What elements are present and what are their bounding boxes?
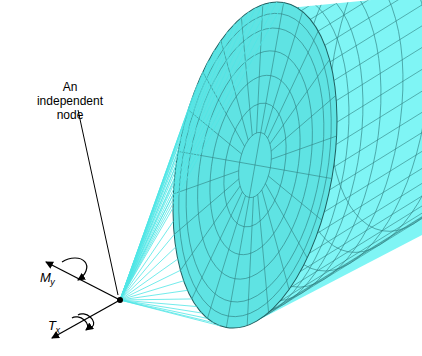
mesh-line <box>310 0 422 19</box>
mesh-line <box>268 31 319 138</box>
mesh-line <box>157 1 353 328</box>
moment-arc <box>62 258 87 280</box>
mesh-line <box>192 192 243 299</box>
moment-symbol: M <box>40 270 51 285</box>
rigid-link <box>120 5 263 300</box>
independent-node <box>117 297 123 303</box>
leader-line <box>78 110 118 295</box>
mesh-line <box>330 0 422 62</box>
end-face <box>150 0 361 341</box>
mesh-line <box>207 196 245 319</box>
mesh-line <box>292 0 422 5</box>
rigid-links <box>120 2 284 326</box>
mesh-line <box>226 197 249 327</box>
rigid-link <box>120 18 241 300</box>
mesh-line <box>268 176 321 220</box>
mesh-line <box>270 60 330 144</box>
mesh-line <box>247 197 253 325</box>
rigid-link <box>120 299 192 300</box>
rigid-link <box>120 24 234 300</box>
mesh-line <box>261 3 284 133</box>
rigid-link <box>120 300 197 307</box>
mesh-line <box>180 186 240 270</box>
end-face-mesh <box>150 0 361 341</box>
rigid-link <box>120 300 213 323</box>
mesh-line <box>271 136 336 159</box>
rigid-link <box>120 300 202 313</box>
mesh-line <box>215 98 295 232</box>
mesh-line <box>281 0 422 2</box>
mesh-line <box>258 194 269 312</box>
torque-axis-arrow <box>52 300 120 338</box>
mesh-line <box>265 12 303 135</box>
torque-arc <box>78 314 94 327</box>
mesh-line <box>271 95 336 151</box>
torque-symbol: T <box>48 318 56 333</box>
rigid-link <box>120 247 176 300</box>
rigid-link <box>120 300 207 318</box>
mesh-line <box>181 42 329 288</box>
mesh-line <box>203 72 245 146</box>
torque-subscript: x <box>55 325 60 335</box>
mesh-line <box>174 179 239 235</box>
torque-arc <box>72 317 88 330</box>
mesh-line <box>249 133 260 198</box>
rigid-link <box>120 3 270 300</box>
mesh-line <box>318 0 422 31</box>
mesh-line <box>334 0 422 167</box>
mesh-line <box>325 0 422 45</box>
rigid-link <box>120 2 277 300</box>
moment-axis-arrow <box>46 262 120 300</box>
mesh-line <box>166 17 343 313</box>
mesh-line <box>337 0 422 122</box>
mesh-line <box>270 168 331 179</box>
callout-label: An independent node <box>30 80 110 122</box>
mesh-line <box>334 0 422 80</box>
mesh-line <box>330 0 422 190</box>
moment-subscript: y <box>50 277 55 287</box>
load-symbols <box>46 110 123 338</box>
rigid-link <box>120 12 249 300</box>
mesh-line <box>234 130 276 200</box>
mesh-line <box>270 0 422 3</box>
mesh-line <box>257 5 263 133</box>
mesh-line <box>262 190 289 290</box>
mesh-line <box>336 0 422 101</box>
rigid-link <box>120 3 284 300</box>
rigid-link <box>120 8 256 300</box>
mesh-line <box>265 184 307 258</box>
rigid-link <box>120 41 221 300</box>
rigid-link <box>120 32 228 300</box>
rigid-link <box>120 300 220 326</box>
